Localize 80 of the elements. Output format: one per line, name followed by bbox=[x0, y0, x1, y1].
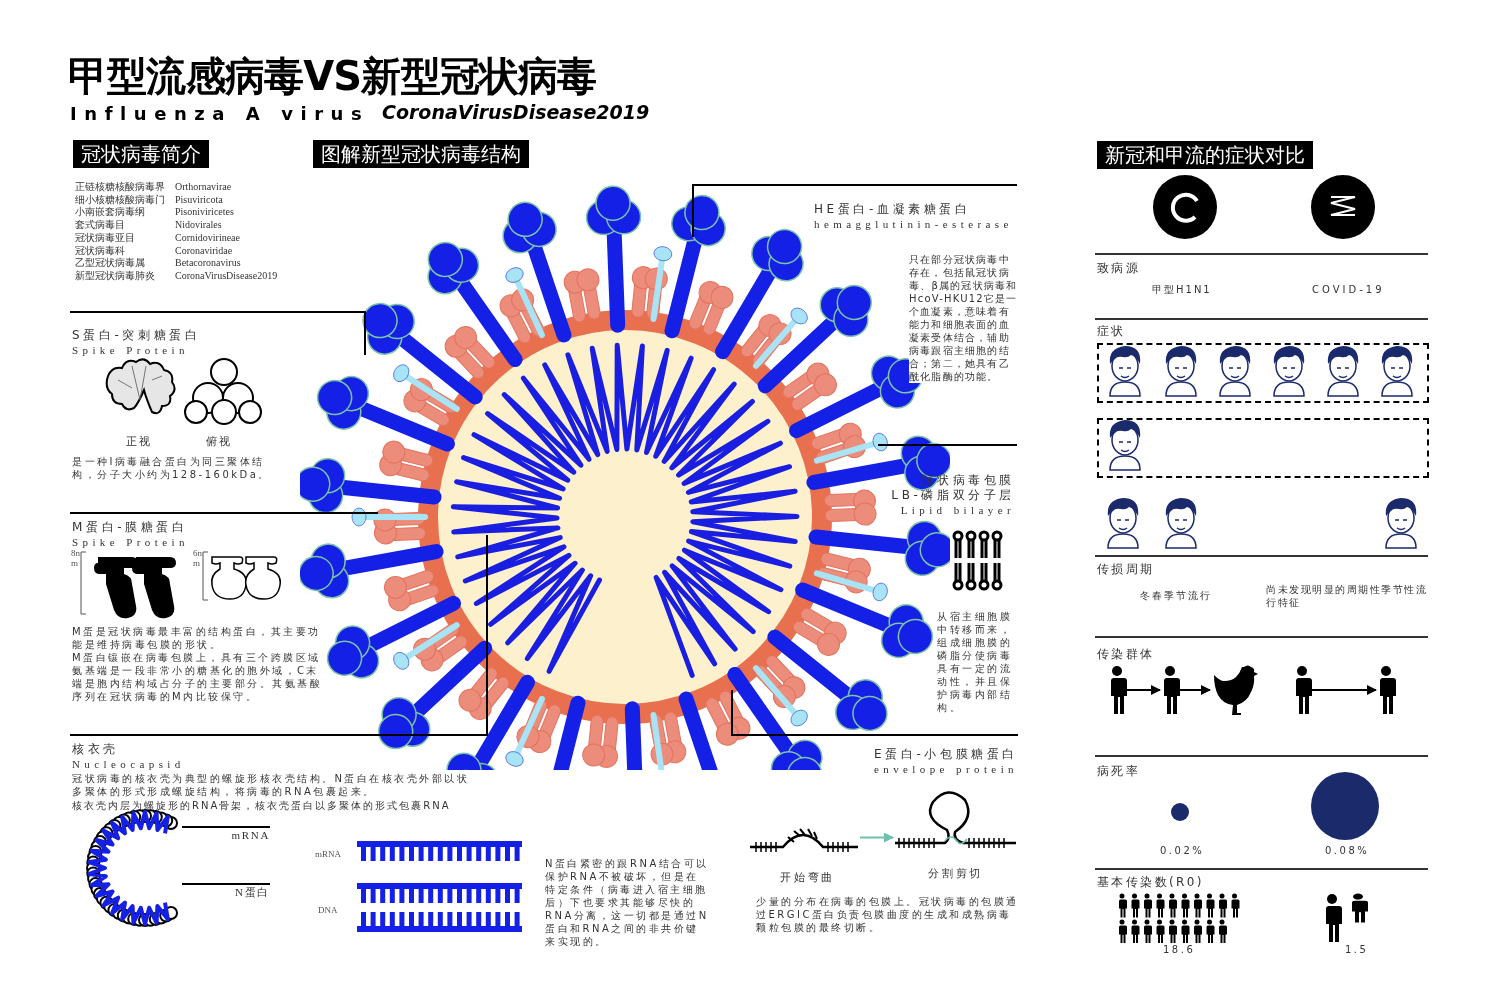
latin-name-text: Pisoniviricetes bbox=[175, 206, 234, 219]
row-heading: 传染群体 bbox=[1097, 646, 1155, 663]
protein-title: HE蛋白-血凝素糖蛋白 bbox=[814, 201, 971, 218]
protein-subtitle: envelope protein bbox=[873, 762, 1018, 777]
value-text: 0.02% bbox=[1160, 844, 1205, 858]
value-text: 1.5 bbox=[1345, 943, 1369, 957]
poster-title: 甲型流感病毒VS新型冠状病毒 bbox=[68, 52, 597, 100]
value-text: 18.6 bbox=[1163, 943, 1196, 957]
view-caption: 正视 bbox=[126, 434, 153, 450]
arrow bbox=[859, 832, 894, 843]
protein-subtitle: LB-磷脂双分子层 bbox=[890, 487, 1015, 504]
latin-name-text: Pisuviricota bbox=[175, 193, 223, 206]
description-text: 只在部分冠状病毒中存在，包括鼠冠状病毒、β属的冠状病毒和HcoV-HKU12它是一个血凝素，意味着有能力和细胞表面的血凝素受体结合，辅助病毒跟宿主细胞的结合；第二，她具有乙酰化脂酶的功能。 bbox=[909, 253, 1019, 383]
section-header: 冠状病毒简介 bbox=[73, 140, 209, 168]
arrow bbox=[1126, 685, 1161, 695]
protein-subtitle: Spike Protein bbox=[72, 343, 189, 358]
latin-name-text: CoronaVirusDisease2019 bbox=[175, 269, 278, 282]
taxon-rank-text: 冠状病毒亚目 bbox=[75, 231, 135, 244]
description-text: 少量的分布在病毒的包膜上。冠状病毒的包膜通过ERGIC蛋白负责包膜曲度的生成和成熟病毒颗粒包膜的最终切断。 bbox=[756, 895, 1020, 934]
protein-title: E蛋白-小包膜糖蛋白 bbox=[873, 746, 1018, 763]
protein-title: S蛋白-突刺糖蛋白 bbox=[72, 327, 201, 344]
taxon-rank-text: 小南嵌套病毒纲 bbox=[75, 206, 145, 219]
value-text: 甲型H1N1 bbox=[1152, 283, 1212, 297]
latin-name-text: Nidovirales bbox=[175, 219, 222, 232]
part-label: mRNA bbox=[230, 827, 270, 841]
latin-name-text: Betacoronavirus bbox=[175, 257, 241, 270]
leader-line bbox=[692, 184, 1018, 238]
description-text: 从宿主细胞膜中转移而来，组成细胞膜的磷脂分使病毒具有一定的流动性，并且保护病毒内部结构。 bbox=[937, 610, 1013, 714]
part-label: N蛋白 bbox=[230, 884, 270, 898]
taxon-rank-text: 套式病毒目 bbox=[75, 219, 125, 232]
description-text: M蛋是冠状病毒最丰富的结构蛋白，其主要功能是维持病毒包膜的形状。 bbox=[72, 625, 322, 651]
leader-line bbox=[181, 883, 271, 885]
latin-name-text: Orthornavirae bbox=[175, 181, 232, 193]
leader-line bbox=[69, 311, 366, 356]
strand-label: mRNA bbox=[315, 848, 341, 861]
value-text: 0.08% bbox=[1325, 844, 1370, 858]
taxon-rank-text: 新型冠状病毒肺炎 bbox=[75, 269, 155, 282]
value-text: 尚未发现明显的周期性季节性流行特征 bbox=[1266, 583, 1428, 609]
leader-line bbox=[69, 512, 379, 514]
latin-name-text: Coronaviridae bbox=[175, 244, 233, 257]
leader-line bbox=[731, 689, 1019, 736]
protein-subtitle: Lipid bilayer bbox=[899, 503, 1015, 518]
leader-line bbox=[877, 444, 1018, 446]
subtitle: Influenza A virus bbox=[70, 102, 370, 126]
description-text: 冠状病毒的核衣壳为典型的螺旋形核衣壳结构。N蛋白在核衣壳外部以状多聚体的形式形成螺旋结构，将病毒的RNA包裹起来。 bbox=[72, 772, 471, 798]
scale-label: 6nm bbox=[193, 549, 202, 569]
view-caption: 俯视 bbox=[206, 434, 233, 450]
description-text: M蛋白镶嵌在病毒包膜上，具有三个跨膜区域氨基端是一段非常小的糖基化的胞外域，C末端是胞内结构域占分子的主要部分。其氨基酸序列在冠状病毒的M内比较保守。 bbox=[72, 651, 323, 703]
arrow bbox=[1311, 685, 1377, 695]
leader-line bbox=[69, 534, 488, 736]
row-heading: 症状 bbox=[1097, 323, 1126, 340]
section-header: 图解新型冠状病毒结构 bbox=[313, 140, 529, 168]
taxon-rank-text: 冠状病毒科 bbox=[75, 244, 125, 257]
strand-label: DNA bbox=[318, 904, 338, 917]
value-text: COVID-19 bbox=[1312, 283, 1385, 297]
leader-line bbox=[181, 826, 271, 828]
description-text: 是一种I病毒融合蛋白为同三聚体结构，分子大小约为128-160kDa。 bbox=[72, 455, 272, 481]
protein-title: M蛋白-膜糖蛋白 bbox=[72, 519, 188, 536]
row-heading: 传损周期 bbox=[1097, 561, 1155, 578]
section-header: 新冠和甲流的症状对比 bbox=[1097, 141, 1313, 169]
protein-subtitle: hemagglutinin-esterase bbox=[814, 217, 1013, 232]
arrow bbox=[1179, 685, 1211, 695]
scale-label: 8nm bbox=[71, 549, 80, 569]
description-text: N蛋白紧密的跟RNA结合可以保护RNA不被破坏，但是在特定条件（病毒进入宿主细胞后）下也要求其能够尽快的RNA分离，这一切都是通过N蛋白和RNA之间的非共价键来实现的。 bbox=[545, 857, 710, 948]
taxon-rank-text: 乙型冠状病毒属 bbox=[75, 257, 145, 270]
row-heading: 致病源 bbox=[1097, 260, 1141, 277]
protein-title: 冠状病毒包膜 bbox=[920, 472, 1015, 489]
protein-subtitle: Nucleocapsid bbox=[72, 757, 185, 772]
value-text: 冬春季节流行 bbox=[1140, 589, 1212, 603]
protein-subtitle: Spike Protein bbox=[72, 535, 189, 550]
taxon-rank-text: 细小核糖核酸病毒门 bbox=[75, 193, 165, 206]
taxon-rank-text: 正链核糖核酸病毒界 bbox=[75, 181, 165, 193]
row-heading: 基本传染数(R0) bbox=[1097, 874, 1204, 891]
step-caption: 开始弯曲 bbox=[780, 870, 835, 886]
step-caption: 分割剪切 bbox=[928, 866, 983, 882]
protein-title: 核衣壳 bbox=[72, 741, 119, 758]
subtitle: CoronaVirusDisease2019 bbox=[382, 100, 650, 125]
row-heading: 病死率 bbox=[1097, 763, 1141, 780]
description-text: 核衣壳内层为螺旋形的RNA骨架，核衣壳蛋白以多聚体的形式包裹RNA bbox=[72, 799, 452, 812]
latin-name-text: Cornidovirineae bbox=[175, 231, 240, 244]
